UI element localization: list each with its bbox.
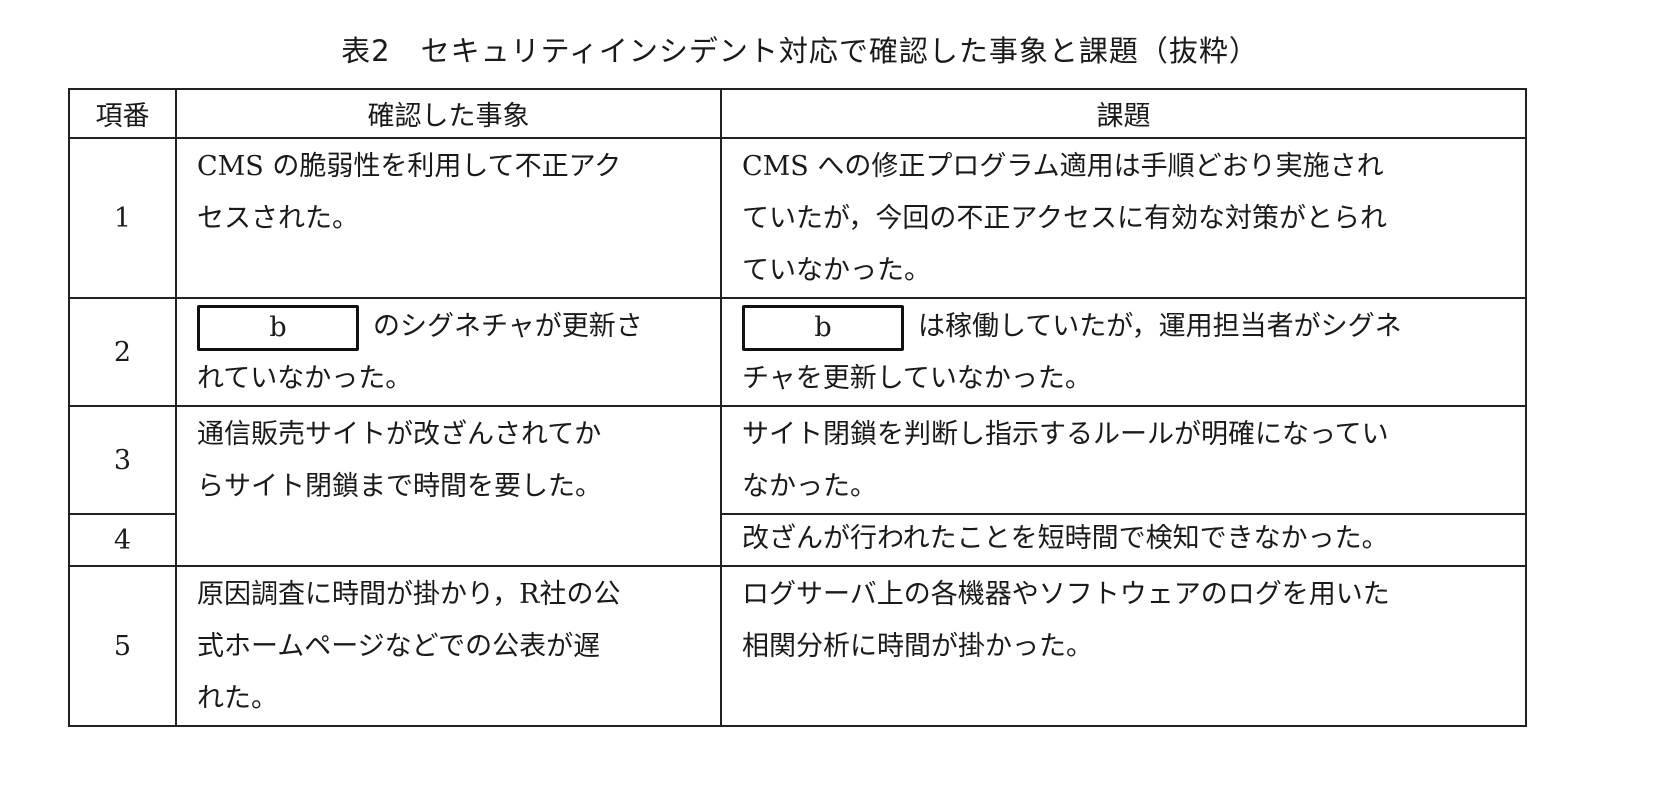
event-cell: b のシグネチャが更新さ れていなかった。	[175, 297, 722, 407]
header-issue: 課題	[720, 88, 1527, 139]
issue-cell: サイト閉鎖を判断し指示するルールが明確になってい なかった。	[720, 405, 1527, 515]
row-number: 3	[68, 405, 177, 515]
issue-cell: ログサーバ上の各機器やソフトウェアのログを用いた 相関分析に時間が掛かった。	[720, 565, 1527, 727]
header-no: 項番	[68, 88, 177, 139]
blank-box-b[interactable]: b	[197, 304, 359, 351]
text-line: 通信販売サイトが改ざんされてか	[197, 419, 602, 450]
text-fragment: のシグネチャが更新さ	[373, 311, 643, 342]
text-line: らサイト閉鎖まで時間を要した。	[197, 471, 602, 502]
table-header-row: 項番 確認した事象 課題	[68, 88, 1527, 139]
table-row: 1 CMS の脆弱性を利用して不正アク セスされた。 CMS への修正プログラム…	[68, 137, 1527, 299]
text-line: b のシグネチャが更新さ	[197, 301, 720, 353]
table-row: 4 改ざんが行われたことを短時間で検知できなかった。	[68, 513, 1527, 567]
table-title: 表2 セキュリティインシデント対応で確認した事象と課題（抜粋）	[341, 34, 1259, 68]
row-number: 1	[68, 137, 177, 299]
text-line: れていなかった。	[197, 363, 413, 394]
text-line: ていたが，今回の不正アクセスに有効な対策がとられ	[742, 203, 1388, 234]
text-line: サイト閉鎖を判断し指示するルールが明確になってい	[742, 419, 1389, 450]
table-row: 2 b のシグネチャが更新さ れていなかった。 b は稼働していたが，運用担当者がシ…	[68, 297, 1527, 407]
text-line: b は稼働していたが，運用担当者がシグネ	[742, 301, 1525, 353]
text-line: CMS への修正プログラム適用は手順どおり実施され	[742, 151, 1384, 182]
event-cell: 原因調査に時間が掛かり，R社の公 式ホームページなどでの公表が遅 れた。	[175, 565, 722, 727]
text-line: セスされた。	[197, 203, 359, 234]
text-line: 式ホームページなどでの公表が遅	[197, 631, 601, 662]
issue-cell: b は稼働していたが，運用担当者がシグネ チャを更新していなかった。	[720, 297, 1527, 407]
text-line: ログサーバ上の各機器やソフトウェアのログを用いた	[742, 579, 1390, 610]
text-line: 相関分析に時間が掛かった。	[742, 631, 1093, 662]
text-line: チャを更新していなかった。	[742, 363, 1092, 394]
text-line: なかった。	[742, 471, 877, 502]
text-line: 改ざんが行われたことを短時間で検知できなかった。	[742, 523, 1389, 554]
row-number: 4	[68, 513, 177, 567]
issue-cell: CMS への修正プログラム適用は手順どおり実施され ていたが，今回の不正アクセス…	[720, 137, 1527, 299]
incident-table: 項番 確認した事象 課題 1 CMS の脆弱性を利用して不正アク セスされた。 …	[68, 88, 1527, 727]
header-event: 確認した事象	[175, 88, 722, 139]
text-fragment: は稼働していたが，運用担当者がシグネ	[918, 311, 1402, 342]
row-number: 5	[68, 565, 177, 727]
event-cell: CMS の脆弱性を利用して不正アク セスされた。	[175, 137, 722, 299]
text-line: 原因調査に時間が掛かり，R社の公	[197, 579, 621, 610]
table-row: 3 通信販売サイトが改ざんされてか らサイト閉鎖まで時間を要した。 サイト閉鎖を…	[68, 405, 1527, 567]
table-row: 5 原因調査に時間が掛かり，R社の公 式ホームページなどでの公表が遅 れた。 ロ…	[68, 565, 1527, 727]
text-line: CMS の脆弱性を利用して不正アク	[197, 151, 622, 182]
text-line: れた。	[197, 683, 278, 714]
event-cell: 通信販売サイトが改ざんされてか らサイト閉鎖まで時間を要した。	[175, 405, 722, 567]
text-line: ていなかった。	[742, 255, 931, 286]
blank-box-b[interactable]: b	[742, 304, 904, 351]
issue-cell: 改ざんが行われたことを短時間で検知できなかった。	[720, 513, 1527, 567]
row-number: 2	[68, 297, 177, 407]
